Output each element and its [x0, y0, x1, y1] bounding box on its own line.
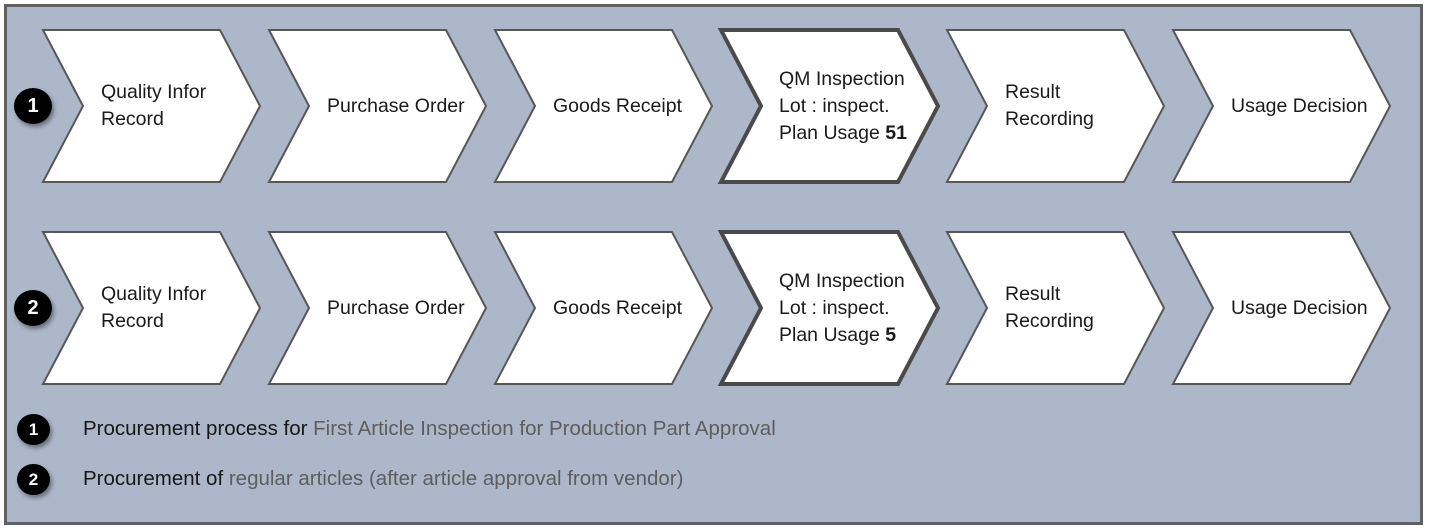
- process-step-chevron[interactable]: [1171, 231, 1392, 385]
- process-step-chevron[interactable]: [717, 230, 941, 386]
- process-step-chevron[interactable]: [945, 29, 1166, 183]
- process-step-chevron[interactable]: [493, 231, 714, 385]
- process-step-chevron[interactable]: [41, 231, 262, 385]
- process-step-chevron[interactable]: [267, 29, 488, 183]
- legend-lead-text: Procurement process for: [83, 417, 314, 440]
- legend-rest-text: First Article Inspection for Production …: [313, 417, 776, 440]
- legend-number-badge: 1: [17, 414, 50, 445]
- process-step-chevron[interactable]: [41, 29, 262, 183]
- legend-text: Procurement process for First Article In…: [83, 417, 776, 441]
- row-number-badge: 2: [14, 290, 52, 326]
- legend-rest-text: regular articles (after article approval…: [228, 467, 684, 490]
- process-step-chevron[interactable]: [493, 29, 714, 183]
- process-step-chevron[interactable]: [717, 28, 941, 184]
- row-number-badge: 1: [14, 88, 52, 124]
- process-step-chevron[interactable]: [1171, 29, 1392, 183]
- legend-text: Procurement of regular articles (after a…: [83, 467, 683, 491]
- process-step-chevron[interactable]: [945, 231, 1166, 385]
- legend-lead-text: Procurement of: [83, 467, 229, 490]
- process-step-chevron[interactable]: [267, 231, 488, 385]
- legend-number-badge: 2: [17, 464, 50, 495]
